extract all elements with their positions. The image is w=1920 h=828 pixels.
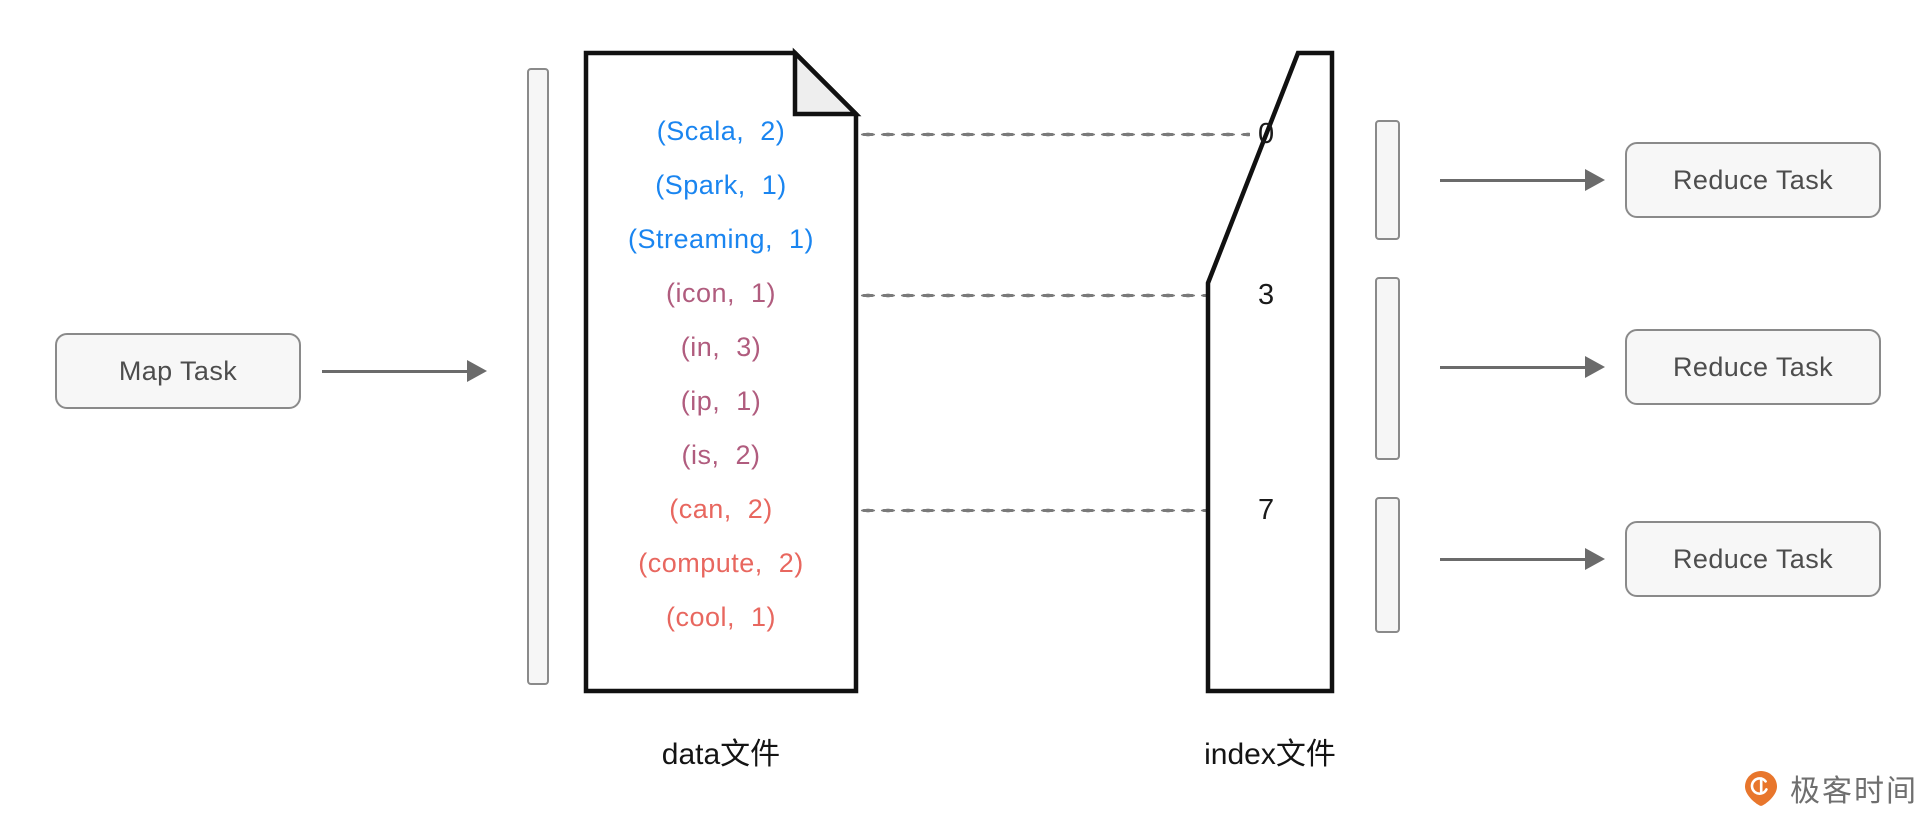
data-file-outline [583, 50, 859, 694]
arrow-head-icon [1585, 548, 1605, 570]
reduce-task-label: Reduce Task [1673, 351, 1833, 382]
data-file-record: (in, 3) [680, 332, 762, 362]
arrow-head-icon [1585, 169, 1605, 191]
arrow-head-icon [1585, 356, 1605, 378]
data-file-record: (ip, 1) [680, 386, 762, 416]
data-file-shape [583, 47, 862, 694]
reduce-task-label: Reduce Task [1673, 543, 1833, 574]
data-file-record-list: (Scala, 2) (Spark, 1) (Streaming, 1) (icon,… [583, 104, 859, 644]
data-file-folded-corner-icon [792, 47, 862, 117]
arrow-to-reduce-task-2 [1440, 351, 1605, 383]
index-offset-3: 3 [1258, 279, 1275, 311]
data-file-record: (cool, 1) [665, 602, 777, 632]
arrow-map-to-buffer [322, 350, 487, 392]
reduce-task-label: Reduce Task [1673, 164, 1833, 195]
arrow-head-icon [467, 360, 487, 382]
connector-icon-to-offset-3 [858, 293, 1250, 298]
arrow-to-reduce-task-3 [1440, 543, 1605, 575]
data-file-record: (Spark, 1) [655, 170, 787, 200]
data-file-record: (Scala, 2) [656, 116, 786, 146]
index-offset-0: 0 [1258, 118, 1275, 150]
shuffle-buffer-bar [527, 68, 549, 685]
connector-scala-to-offset-0 [858, 132, 1250, 137]
reduce-task-box-2[interactable]: Reduce Task [1625, 329, 1881, 405]
watermark-text: 极客时间 [1790, 774, 1918, 809]
data-file-record: (can, 2) [669, 494, 773, 524]
connector-can-to-offset-7 [858, 508, 1250, 513]
index-file-shape [1205, 50, 1335, 694]
data-file-record: (icon, 1) [665, 278, 777, 308]
partition-bar-2 [1375, 277, 1400, 460]
arrow-to-reduce-task-1 [1440, 164, 1605, 196]
geektime-logo-icon [1742, 769, 1780, 807]
arrow-shaft [1440, 178, 1588, 182]
watermark: 极客时间 [1742, 766, 1918, 810]
arrow-shaft [322, 369, 470, 373]
partition-bar-1 [1375, 120, 1400, 240]
partition-bar-3 [1375, 497, 1400, 633]
data-file-caption: data文件 [661, 738, 781, 771]
arrow-shaft [1440, 557, 1588, 561]
reduce-task-box-3[interactable]: Reduce Task [1625, 521, 1881, 597]
index-file-caption: index文件 [1204, 738, 1336, 771]
data-file-record: (is, 2) [681, 440, 761, 470]
index-offset-7: 7 [1258, 494, 1275, 526]
data-file-record: (compute, 2) [638, 548, 804, 578]
map-task-label: Map Task [118, 355, 238, 386]
data-file-record: (Streaming, 1) [627, 224, 815, 254]
arrow-shaft [1440, 365, 1588, 369]
reduce-task-box-1[interactable]: Reduce Task [1625, 142, 1881, 218]
map-task-box[interactable]: Map Task [55, 333, 301, 409]
index-file-outline [1205, 50, 1335, 694]
